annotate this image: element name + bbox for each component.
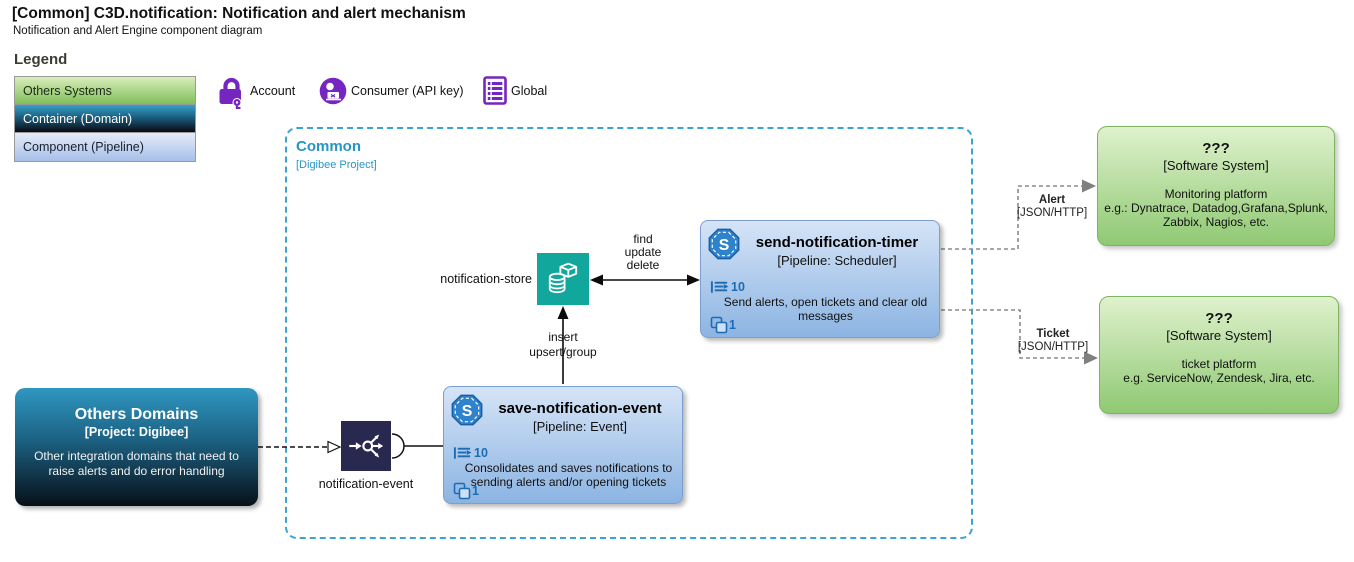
- pipeline-badge-icon: S: [708, 228, 740, 260]
- save-notification-event-subtitle: [Pipeline: Event]: [533, 419, 627, 434]
- monitoring-platform-desc2: e.g.: Dynatrace, Datadog,Grafana,Splunk,…: [1104, 201, 1328, 230]
- replicas-count: 1: [453, 482, 479, 500]
- steps-count: 10: [453, 445, 488, 461]
- steps-count-icon: [710, 281, 729, 293]
- common-boundary-subtitle: [Digibee Project]: [296, 159, 377, 171]
- node-ticket-platform: ??? [Software System] ticket platform e.…: [1099, 296, 1339, 414]
- monitoring-platform-desc1: Monitoring platform: [1164, 187, 1268, 201]
- account-icon-label: Account: [250, 84, 296, 98]
- ticket-platform-title: ???: [1205, 310, 1233, 327]
- others-domains-subtitle: [Project: Digibee]: [84, 425, 189, 439]
- edge-label-store-ops: find update delete: [624, 232, 662, 272]
- node-send-notification-timer: S send-notification-timer [Pipeline: Sch…: [700, 220, 940, 338]
- ticket-platform-desc2: e.g. ServiceNow, Zendesk, Jira, etc.: [1123, 371, 1315, 386]
- account-lock-icon: [219, 77, 242, 109]
- save-notification-event-description: Consolidates and saves notifications to …: [464, 461, 673, 490]
- page-title: [Common] C3D.notification: Notification …: [12, 5, 466, 22]
- legend-item-others-systems: Others Systems: [15, 77, 195, 105]
- notification-event-label: notification-event: [318, 477, 414, 491]
- global-icon: [483, 76, 507, 105]
- legend-item-container-domain: Container (Domain): [15, 105, 195, 133]
- svg-text:S: S: [462, 403, 473, 420]
- legend-heading: Legend: [14, 51, 68, 68]
- notification-store-label: notification-store: [440, 272, 532, 286]
- ticket-platform-subtitle: [Software System]: [1166, 328, 1272, 343]
- message-fork-icon: [349, 434, 384, 458]
- global-icon-label: Global: [511, 84, 548, 98]
- pipeline-badge-icon: S: [451, 394, 483, 426]
- legend-box: Others Systems Container (Domain) Compon…: [14, 76, 196, 162]
- ticket-platform-desc1: ticket platform: [1181, 357, 1257, 371]
- edge-label-ticket: Ticket [JSON/HTTP]: [1017, 328, 1089, 353]
- monitoring-platform-subtitle: [Software System]: [1163, 158, 1269, 173]
- node-save-notification-event: S save-notification-event [Pipeline: Eve…: [443, 386, 683, 504]
- node-monitoring-platform: ??? [Software System] Monitoring platfor…: [1097, 126, 1335, 246]
- others-domains-title: Others Domains: [74, 406, 199, 423]
- node-notification-store: [537, 253, 589, 305]
- edge-label-save-ops: insert upsert/group: [529, 330, 597, 359]
- node-notification-event: [341, 421, 391, 471]
- others-domains-description: Other integration domains that need to r…: [34, 449, 239, 478]
- page-subtitle: Notification and Alert Engine component …: [13, 25, 263, 37]
- replicas-count: 1: [710, 316, 736, 334]
- replicas-icon: [710, 316, 728, 334]
- steps-count-icon: [453, 447, 472, 459]
- send-notification-timer-description: Send alerts, open tickets and clear old …: [723, 295, 928, 324]
- database-icon: [548, 262, 578, 294]
- replicas-icon: [453, 482, 471, 500]
- legend-item-component-pipeline: Component (Pipeline): [15, 133, 195, 161]
- steps-count: 10: [710, 279, 745, 295]
- common-boundary-title: Common: [296, 138, 361, 155]
- send-notification-timer-subtitle: [Pipeline: Scheduler]: [777, 253, 897, 268]
- consumer-icon-label: Consumer (API key): [351, 84, 464, 98]
- save-notification-event-title: save-notification-event: [498, 400, 662, 417]
- node-others-domains: Others Domains [Project: Digibee] Other …: [15, 388, 258, 506]
- svg-text:S: S: [719, 237, 730, 254]
- monitoring-platform-title: ???: [1202, 140, 1230, 157]
- consumer-api-key-icon: [319, 77, 347, 105]
- edge-label-alert: Alert [JSON/HTTP]: [1016, 194, 1088, 219]
- send-notification-timer-title: send-notification-timer: [755, 234, 919, 251]
